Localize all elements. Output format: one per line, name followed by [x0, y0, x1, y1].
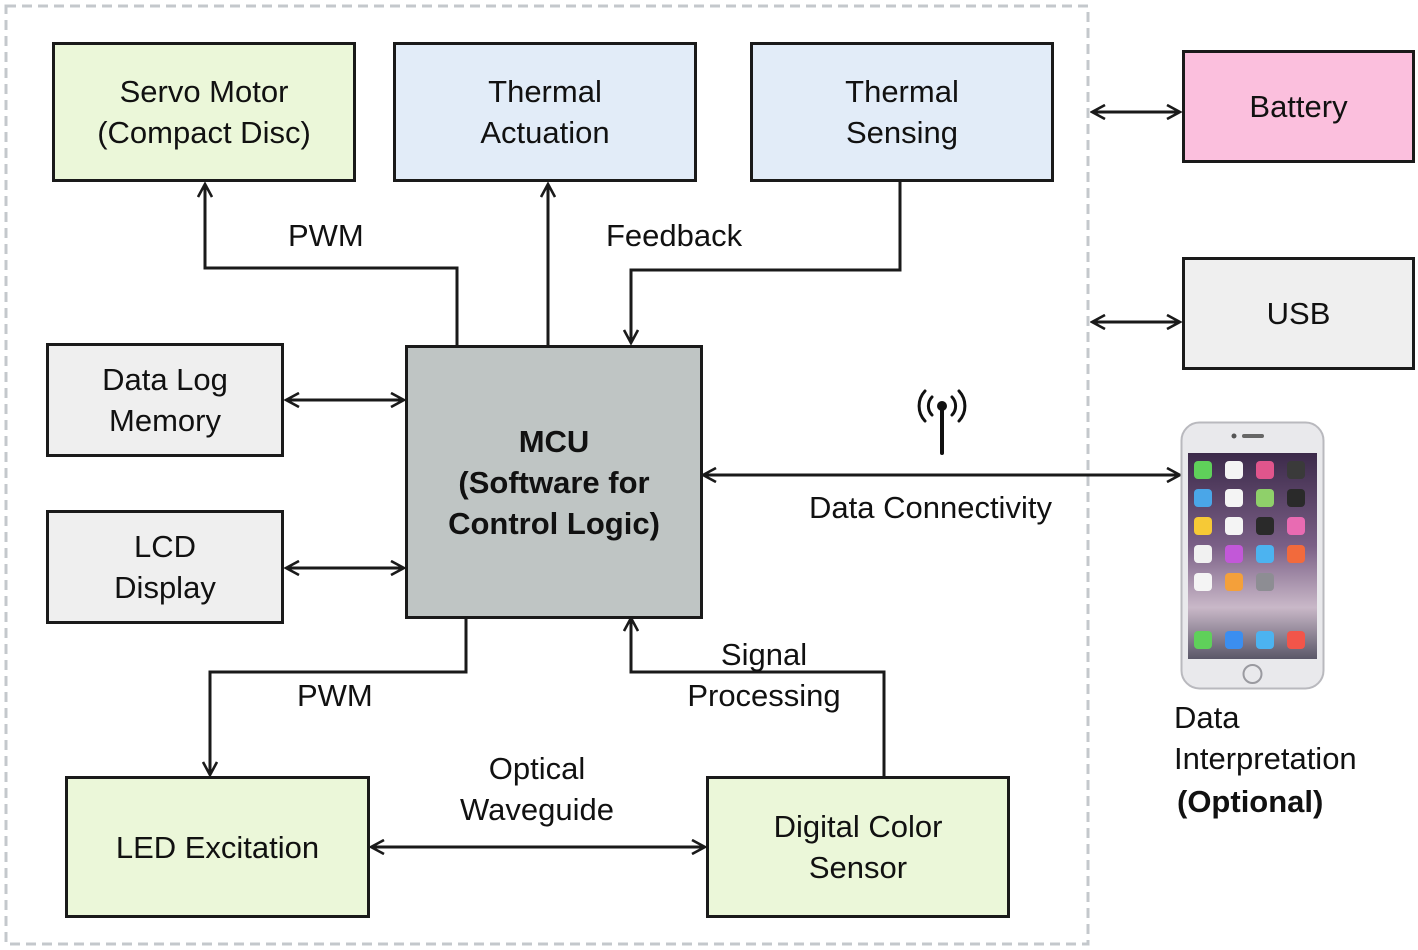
servo-motor-block: Servo Motor (Compact Disc) [52, 42, 356, 182]
signal-processing-label: Signal Processing [687, 637, 841, 713]
data-log-memory-label: Data Log Memory [102, 362, 228, 438]
pwm-servo-arrow [205, 184, 459, 345]
antenna-icon [917, 389, 967, 455]
thermal-sensing-block: Thermal Sensing [750, 42, 1054, 182]
battery-block: Battery [1182, 50, 1415, 163]
digital-color-sensor-block: Digital Color Sensor [706, 776, 1010, 918]
thermal-actuation-label: Thermal Actuation [480, 74, 610, 150]
lcd-display-label: LCD Display [114, 529, 216, 605]
smartphone-icon [1180, 421, 1325, 690]
pwm-bottom-label: PWM [297, 678, 373, 713]
led-excitation-block: LED Excitation [65, 776, 370, 918]
data-log-memory-block: Data Log Memory [46, 343, 284, 457]
feedback-arrow [631, 181, 902, 343]
lcd-display-block: LCD Display [46, 510, 284, 624]
pwm-led-arrow [210, 619, 468, 775]
pwm-top-label: PWM [288, 218, 364, 253]
optional-label: (Optional) [1177, 784, 1324, 819]
feedback-label: Feedback [606, 218, 743, 253]
device-boundary [4, 4, 1090, 946]
optical-waveguide-label: Optical Waveguide [460, 751, 614, 827]
battery-label: Battery [1249, 89, 1348, 124]
thermal-actuation-block: Thermal Actuation [393, 42, 697, 182]
mcu-label: MCU (Software for Control Logic) [448, 423, 660, 541]
data-connectivity-label: Data Connectivity [809, 490, 1052, 525]
servo-motor-label: Servo Motor (Compact Disc) [97, 74, 311, 150]
data-interpretation-label: Data Interpretation [1174, 700, 1357, 776]
thermal-sensing-label: Thermal Sensing [845, 74, 959, 150]
led-excitation-label: LED Excitation [115, 829, 320, 865]
signal-processing-arrow [631, 618, 886, 777]
usb-block: USB [1182, 257, 1415, 370]
mcu-block: MCU (Software for Control Logic) [405, 345, 703, 619]
usb-label: USB [1266, 296, 1331, 331]
digital-color-sensor-label: Digital Color Sensor [773, 809, 943, 885]
